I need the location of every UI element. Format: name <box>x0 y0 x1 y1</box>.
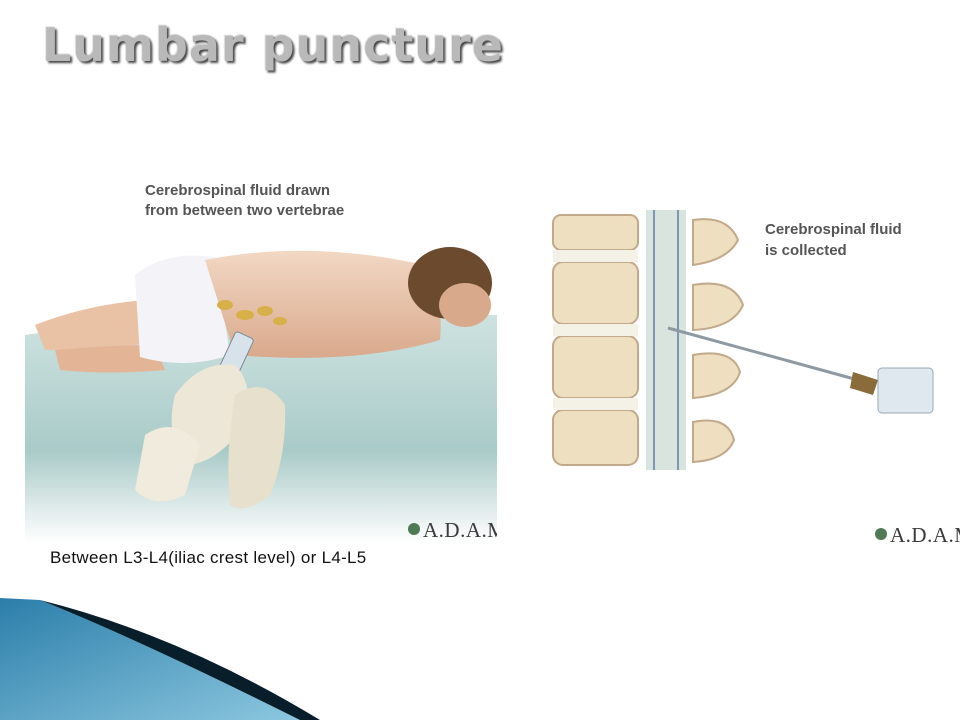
slide-title: Lumbar puncture <box>42 18 504 72</box>
adam-logo-text: A.D.A.M. <box>890 523 960 547</box>
left-label-line1: Cerebrospinal fluid drawn <box>145 182 330 199</box>
spine-illustration: Cerebrospinal fluid is collected A.D.A.M… <box>528 200 960 548</box>
adam-logo-text: A.D.A.M. <box>423 518 497 542</box>
adam-logo-right: A.D.A.M. <box>875 523 960 547</box>
patient-illustration: Cerebrospinal fluid drawn from between t… <box>25 165 497 543</box>
adam-logo-left: A.D.A.M. <box>408 518 497 542</box>
right-label-line2: is collected <box>765 242 847 259</box>
right-label-line1: Cerebrospinal fluid <box>765 221 902 238</box>
left-label-line2: from between two vertebrae <box>145 202 344 219</box>
slide-caption: Between L3-L4(iliac crest level) or L4-L… <box>50 548 367 567</box>
